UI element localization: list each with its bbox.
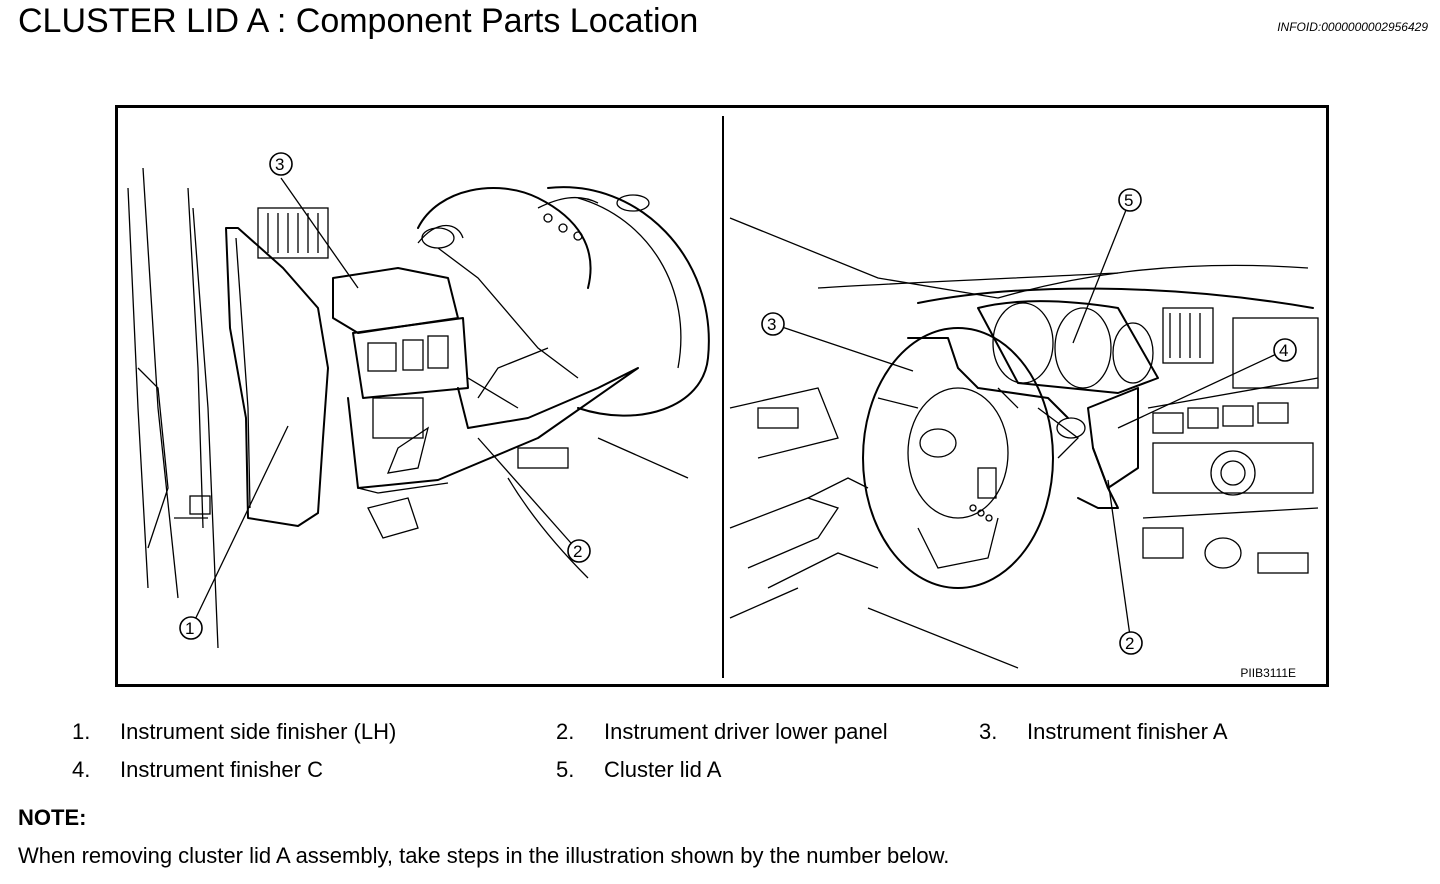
callout-left-3: 3 bbox=[275, 155, 284, 174]
legend-text: Cluster lid A bbox=[604, 757, 722, 782]
illustration-drawing: 3 2 1 bbox=[127, 116, 1319, 678]
legend-text: Instrument side finisher (LH) bbox=[120, 719, 397, 744]
callout-left-2: 2 bbox=[573, 542, 582, 561]
callout-right-3: 3 bbox=[767, 315, 776, 334]
callout-left-1: 1 bbox=[185, 619, 194, 638]
info-id: INFOID:0000000002956429 bbox=[1277, 20, 1428, 34]
page-title: CLUSTER LID A : Component Parts Location bbox=[18, 2, 699, 40]
legend-text: Instrument finisher A bbox=[1027, 719, 1228, 744]
legend-number: 5. bbox=[556, 757, 575, 782]
callout-right-5: 5 bbox=[1124, 191, 1133, 210]
component-illustration: 3 2 1 bbox=[115, 105, 1329, 687]
left-view-drawing: 3 2 1 bbox=[127, 152, 710, 649]
right-view-drawing: 5 3 4 2 bbox=[729, 188, 1319, 669]
legend-number: 2. bbox=[556, 719, 575, 744]
legend-text: Instrument driver lower panel bbox=[604, 719, 888, 744]
callout-right-4: 4 bbox=[1279, 341, 1288, 360]
figure-code: PIIB3111E bbox=[1240, 666, 1296, 680]
legend-number: 1. bbox=[72, 719, 91, 744]
legend-number: 4. bbox=[72, 757, 91, 782]
note-text: When removing cluster lid A assembly, ta… bbox=[18, 843, 950, 868]
legend-number: 3. bbox=[979, 719, 998, 744]
callout-right-2: 2 bbox=[1125, 634, 1134, 653]
legend-text: Instrument finisher C bbox=[120, 757, 323, 782]
note-heading: NOTE: bbox=[18, 805, 87, 830]
